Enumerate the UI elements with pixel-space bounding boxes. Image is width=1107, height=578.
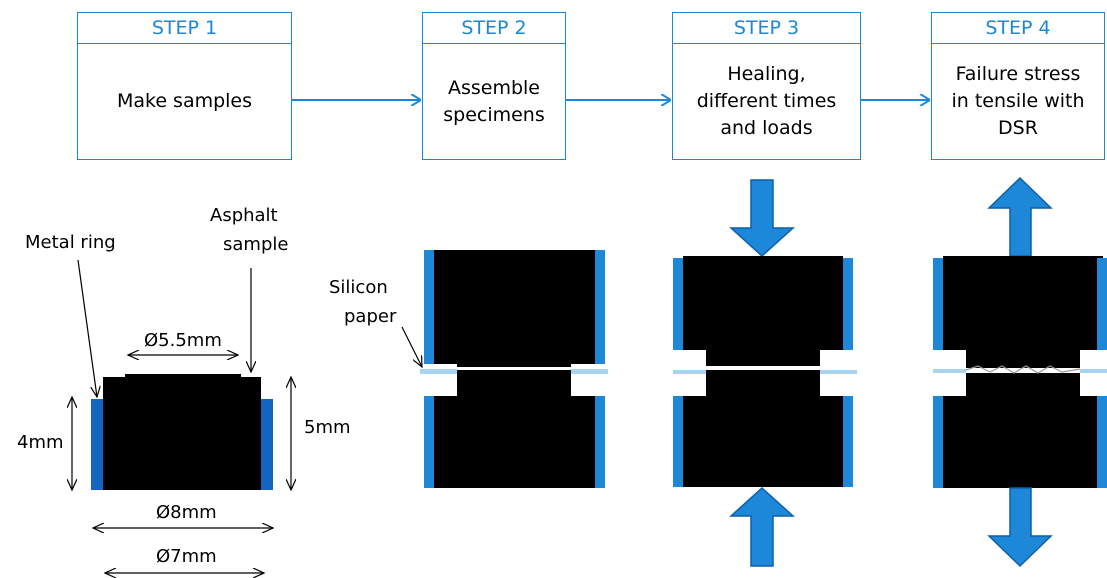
sample-body — [103, 392, 261, 490]
step-3-title: STEP 3 — [673, 13, 860, 44]
d-mid-label: Ø7mm — [156, 546, 217, 567]
specimen-step-3 — [673, 179, 857, 567]
upper-block — [433, 250, 595, 367]
gap-left — [424, 364, 457, 396]
ring-right-upper — [595, 250, 605, 364]
d-inner-label: Ø5.5mm — [144, 330, 222, 351]
compression-arrow-bottom — [729, 486, 795, 567]
ring-left-lower — [424, 396, 434, 488]
silicon-paper-right — [571, 369, 608, 374]
h-ring-label: 4mm — [17, 432, 64, 453]
s4-silicon-right — [1080, 369, 1107, 373]
metal-ring-label: Metal ring — [25, 232, 116, 253]
s3-upper-block — [683, 256, 843, 366]
ring-left-upper — [424, 250, 434, 364]
step-1-title: STEP 1 — [78, 13, 291, 44]
ring-right-lower — [595, 396, 605, 488]
s3-lower-block — [683, 370, 843, 487]
sample-detail — [72, 259, 291, 573]
s4-ring-left-upper — [933, 258, 943, 350]
lower-block — [433, 370, 595, 488]
asphalt-sample-label-1: Asphalt — [210, 205, 278, 226]
step-2-title: STEP 2 — [423, 13, 565, 44]
s4-lower-block — [943, 373, 1103, 488]
step-1-box: STEP 1 Make samples — [77, 12, 292, 160]
step-1-text: Make samples — [116, 90, 253, 112]
s3-silicon-right — [820, 370, 857, 374]
s4-ring-right-lower — [1097, 396, 1107, 488]
gap-right — [571, 364, 605, 396]
metal-ring-left — [91, 399, 103, 490]
specimen-step-4 — [933, 176, 1107, 568]
silicon-paper-label-1: Silicon — [329, 277, 388, 298]
metal-ring-leader — [77, 259, 97, 397]
s3-silicon-left — [673, 370, 706, 374]
s3-ring-right-upper — [843, 258, 853, 350]
tension-arrow-bottom — [987, 487, 1053, 568]
s3-ring-left-lower — [673, 396, 683, 487]
silicon-paper-left — [420, 369, 457, 374]
d-outer-label: Ø8mm — [156, 502, 217, 523]
h-total-label: 5mm — [304, 417, 351, 438]
s4-ring-left-lower — [933, 396, 943, 488]
s4-ring-right-upper — [1097, 258, 1107, 350]
s3-ring-left-upper — [673, 258, 683, 350]
s3-ring-right-lower — [843, 396, 853, 487]
s4-silicon-left — [933, 369, 966, 373]
fracture-line — [965, 365, 1081, 374]
metal-ring-right — [261, 399, 273, 490]
specimen-step-2 — [401, 250, 608, 488]
tension-arrow-top — [987, 176, 1053, 257]
bond-line — [457, 367, 571, 370]
compression-arrow-top — [729, 179, 795, 258]
silicon-paper-label-2: paper — [344, 306, 397, 327]
s4-upper-block — [943, 256, 1103, 368]
asphalt-sample-label-2: sample — [223, 234, 289, 255]
step-4-title: STEP 4 — [932, 13, 1104, 44]
silicon-paper-leader — [401, 326, 422, 367]
